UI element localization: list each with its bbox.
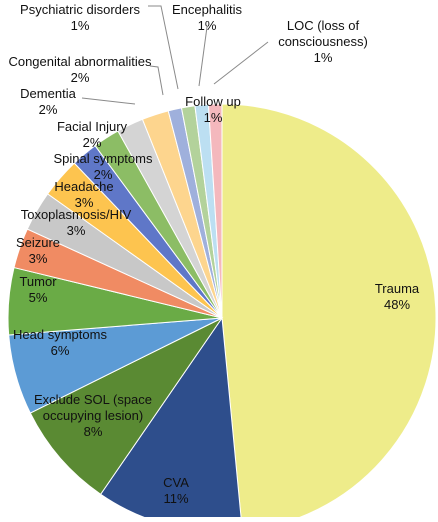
leader-line-13 [198,26,208,87]
slice-name-9: Facial Injury [57,119,128,134]
slice-percent-2: 8% [84,424,103,439]
pie-slice-1 [99,316,242,522]
slice-name-7: Headache [54,179,113,194]
slice-name-14: consciousness) [278,34,368,49]
slice-percent-4: 5% [29,290,48,305]
slice-name-2: occupying lesion) [43,408,143,423]
slice-percent-5: 3% [29,251,48,266]
slice-percent-11: 2% [71,70,90,85]
slice-name-1: CVA [163,475,189,490]
slice-percent-0: 48% [384,297,410,312]
leader-line-14 [213,41,269,85]
pie-slice-15 [207,103,223,319]
leader-line-10 [81,97,136,105]
slice-name-2: Exclude SOL (space [34,392,152,407]
leader-line-11 [149,65,164,96]
slice-percent-9: 2% [83,135,102,150]
slice-name-15: Follow up [185,94,241,109]
leader-lines-layer [81,5,269,105]
slices-layer [7,103,437,522]
slice-name-13: Encephalitis [172,2,243,17]
slice-name-12: Psychiatric disorders [20,2,140,17]
slice-percent-8: 2% [94,167,113,182]
slice-percent-7: 3% [75,195,94,210]
slice-percent-14: 1% [314,50,333,65]
slice-percent-15: 1% [204,110,223,125]
slice-name-14: LOC (loss of [287,18,360,33]
slice-percent-13: 1% [198,18,217,33]
slice-percent-12: 1% [71,18,90,33]
slice-name-8: Spinal symptoms [54,151,153,166]
slice-name-10: Dementia [20,86,76,101]
slice-name-0: Trauma [375,281,420,296]
slice-name-4: Tumor [19,274,57,289]
slice-name-3: Head symptoms [13,327,107,342]
slice-percent-1: 11% [163,491,188,506]
slice-percent-6: 3% [67,223,86,238]
slice-name-11: Congenital abnormalities [8,54,152,69]
slice-label-15: Follow up1% [185,94,241,125]
slice-name-6: Toxoplasmosis/HIV [21,207,132,222]
pie-slice-2 [29,316,224,495]
slice-percent-10: 2% [39,102,58,117]
leader-line-12 [148,5,179,90]
slice-percent-3: 6% [51,343,70,358]
slice-name-5: Seizure [16,235,60,250]
pie-slice-0 [221,103,437,522]
